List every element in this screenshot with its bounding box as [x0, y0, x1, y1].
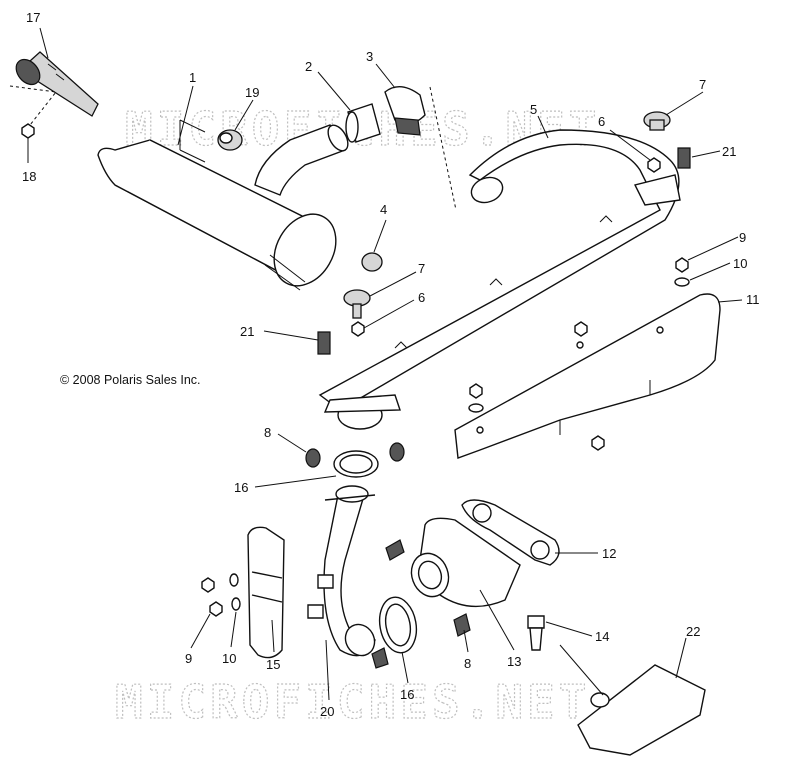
callout-16-upper: 16 [234, 480, 248, 495]
callout-8-lower: 8 [464, 656, 471, 671]
callout-1: 1 [189, 70, 196, 85]
callout-9-lower: 9 [185, 651, 192, 666]
callout-9-upper: 9 [739, 230, 746, 245]
washer-part-10a [674, 277, 690, 287]
callout-5: 5 [530, 102, 537, 117]
clamp-part-3 [384, 86, 426, 136]
gasket-part-16b [378, 596, 418, 654]
exhaust-pipe-part-5 [318, 129, 681, 430]
callout-labels: 17 18 1 19 2 3 5 6 7 21 4 7 6 21 9 10 11… [22, 10, 760, 719]
spring-set-8b [371, 539, 471, 669]
callout-18: 18 [22, 169, 36, 184]
nut-part-6a [647, 157, 661, 173]
spring-part-21b [317, 331, 331, 355]
callout-14: 14 [595, 629, 609, 644]
spark-arrestor-part-17 [15, 51, 99, 117]
bumper-part-7a [643, 111, 671, 131]
callout-20: 20 [320, 704, 334, 719]
leader-22-bolt [559, 644, 604, 696]
callout-22: 22 [686, 624, 700, 639]
skid-plate-part-22 [577, 664, 706, 756]
gasket-part-16a [333, 450, 379, 478]
spring-part-21a [677, 147, 691, 169]
callout-21-upper: 21 [722, 144, 736, 159]
grommet-part-8a [305, 442, 405, 468]
leader-lines [27, 27, 743, 701]
callout-6-lower: 6 [418, 290, 425, 305]
bolt-part-14 [527, 615, 545, 651]
copyright-notice: © 2008 Polaris Sales Inc. [60, 373, 201, 387]
heat-shield-part-11 [454, 293, 721, 459]
manifold-part-13 [410, 517, 521, 608]
heat-shield-part-15 [247, 526, 285, 659]
callout-10-upper: 10 [733, 256, 747, 271]
callout-17: 17 [26, 10, 40, 25]
leader-17-dash [9, 85, 57, 126]
callout-13: 13 [507, 654, 521, 669]
nut-part-6b [351, 321, 365, 337]
callout-7-upper: 7 [699, 77, 706, 92]
callout-10-lower: 10 [222, 651, 236, 666]
bolt-part-18 [21, 123, 35, 139]
watermark-bottom: MICROFICHES.NET [115, 675, 590, 729]
callout-6-upper: 6 [598, 114, 605, 129]
bumper-part-7b [343, 289, 371, 319]
callout-7-lower: 7 [418, 261, 425, 276]
head-pipe-part-20 [307, 485, 376, 657]
gasket-part-12 [461, 499, 560, 566]
callout-19: 19 [245, 85, 259, 100]
sleeve-part-2 [345, 103, 381, 143]
callout-15: 15 [266, 657, 280, 672]
callout-3: 3 [366, 49, 373, 64]
washer-set-part-10b [229, 573, 241, 611]
callout-11: 11 [746, 292, 760, 307]
callout-21-lower: 21 [240, 324, 254, 339]
callout-2: 2 [305, 59, 312, 74]
grommet-part-4 [361, 252, 383, 272]
bolt-set-part-9b [201, 577, 223, 617]
bolt-part-9a [675, 257, 689, 273]
callout-8-upper: 8 [264, 425, 271, 440]
callout-4: 4 [380, 202, 387, 217]
callout-16-lower: 16 [400, 687, 414, 702]
muffler-part-1 [97, 119, 349, 291]
grommet-part-19 [217, 129, 243, 151]
callout-12: 12 [602, 546, 616, 561]
